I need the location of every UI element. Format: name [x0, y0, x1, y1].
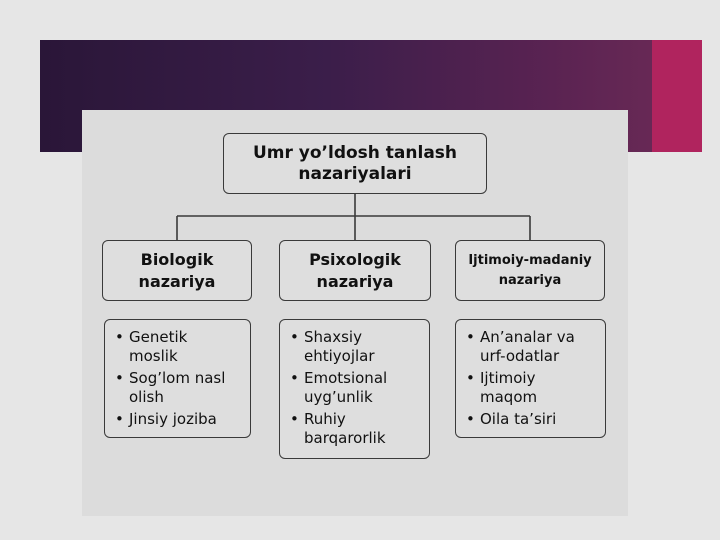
list-item: Shaxsiy ehtiyojlar: [290, 328, 419, 366]
list-item: Genetik moslik: [115, 328, 240, 366]
category-biologik: Biologik nazariya: [102, 240, 252, 301]
list-item: Ruhiy barqarorlik: [290, 410, 419, 448]
list-item: Jinsiy joziba: [115, 410, 240, 429]
list-item: Oila ta’siri: [466, 410, 595, 429]
list-psixologik: Shaxsiy ehtiyojlar Emotsional uyg’unlik …: [279, 319, 430, 459]
list-ijtimoiy: An’analar va urf-odatlar Ijtimoiy maqom …: [455, 319, 606, 438]
list-biologik: Genetik moslik Sog’lom nasl olish Jinsiy…: [104, 319, 251, 438]
diagram-title: Umr yo’ldosh tanlash nazariyalari: [223, 133, 487, 194]
list-item: Emotsional uyg’unlik: [290, 369, 419, 407]
list-item: An’analar va urf-odatlar: [466, 328, 595, 366]
category-ijtimoiy: Ijtimoiy-madaniy nazariya: [455, 240, 605, 301]
accent-bar: [652, 40, 702, 152]
list-item: Ijtimoiy maqom: [466, 369, 595, 407]
category-psixologik: Psixologik nazariya: [279, 240, 431, 301]
list-item: Sog’lom nasl olish: [115, 369, 240, 407]
